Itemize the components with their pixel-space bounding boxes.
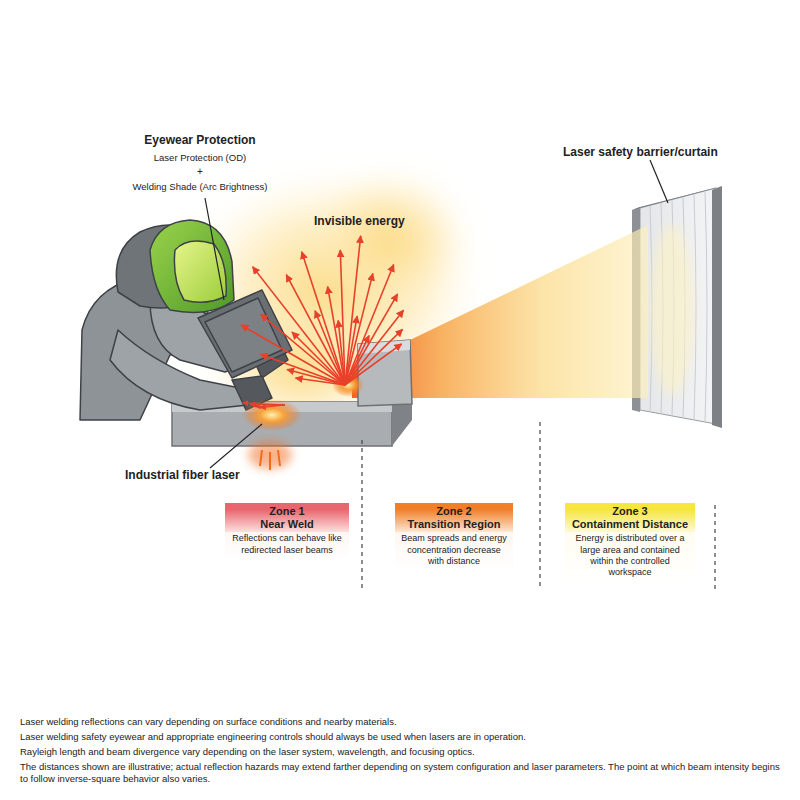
zone-divider [362,422,715,590]
welder-figure [80,220,292,420]
leader-line [205,160,668,468]
footnote: The distances shown are illustrative; ac… [20,761,790,785]
zone-heading: Containment Distance [569,518,691,531]
reflection-arrows [241,236,403,408]
zone-box: Zone 3Containment DistanceEnergy is dist… [565,503,695,582]
callout-label: Welding Shade (Arc Brightness) [90,181,310,193]
callout-label: Laser Protection (OD) [90,152,310,164]
zone-heading-band: Zone 1Near Weld [225,503,349,532]
zone-box: Zone 1Near WeldReflections can behave li… [225,503,349,560]
callout-label: Invisible energy [314,214,424,229]
callout-label: Eyewear Protection [90,133,310,148]
zone-heading: Zone 3 [569,505,691,518]
zone-heading: Near Weld [229,518,345,531]
callout-label: Industrial fiber laser [125,468,275,483]
footnote: Laser welding safety eyewear and appropr… [20,731,790,743]
zone-box: Zone 2Transition RegionBeam spreads and … [395,503,513,571]
zone-description: Beam spreads and energy concentration de… [395,532,513,571]
footnote: Laser welding reflections can vary depen… [20,716,790,728]
zone-heading-band: Zone 3Containment Distance [565,503,695,532]
zone-description: Energy is distributed over a large area … [565,532,695,582]
footnote: Rayleigh length and beam divergence vary… [20,746,790,758]
zone-heading: Transition Region [399,518,509,531]
callout-label: Laser safety barrier/curtain [563,145,753,160]
zone-heading: Zone 2 [399,505,509,518]
callout-label: + [180,166,220,179]
zone-heading-band: Zone 2Transition Region [395,503,513,532]
zone-heading: Zone 1 [229,505,345,518]
zone-description: Reflections can behave like redirected l… [225,532,349,560]
